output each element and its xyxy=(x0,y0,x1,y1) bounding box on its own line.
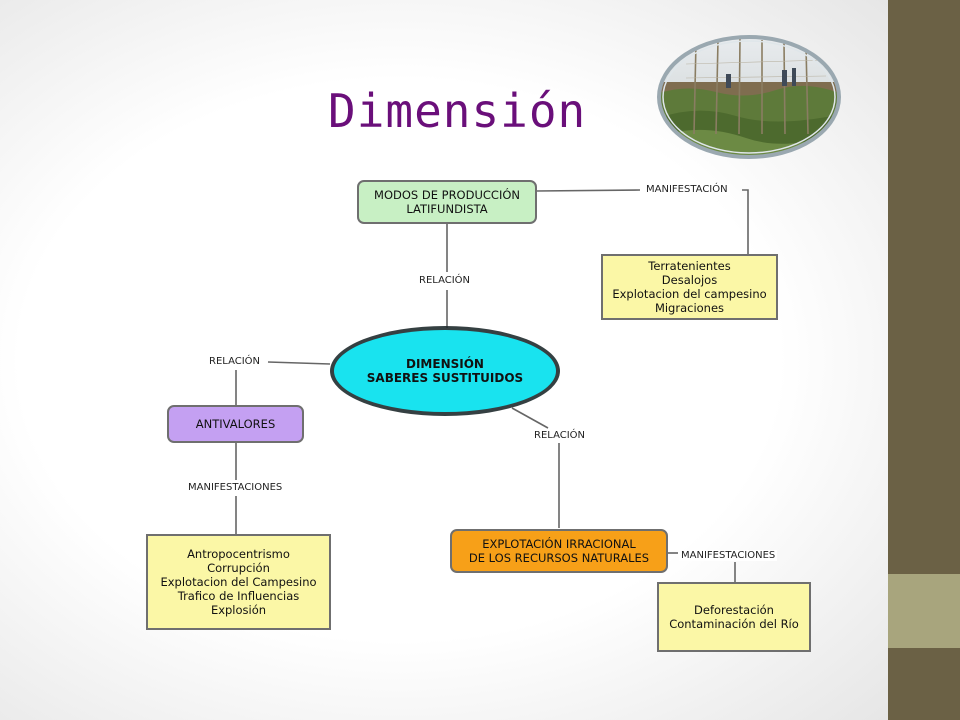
link-manifestaciones-left: MANIFESTACIONES xyxy=(186,482,285,493)
link-relacion-right: RELACIÓN xyxy=(532,430,588,441)
slide-title: Dimensión xyxy=(328,84,587,138)
crop-field-photo xyxy=(657,35,841,159)
sidebar-accent-band xyxy=(888,574,960,648)
node-antropocentrismo-label: Antropocentrismo Corrupción Explotacion … xyxy=(160,547,317,617)
slide-sidebar xyxy=(888,0,960,720)
node-antropocentrismo: Antropocentrismo Corrupción Explotacion … xyxy=(146,534,331,630)
node-antivalores: ANTIVALORES xyxy=(167,405,304,443)
center-ellipse xyxy=(334,330,556,412)
link-relacion-left: RELACIÓN xyxy=(207,356,263,367)
node-explotacion-irracional: EXPLOTACIÓN IRRACIONAL DE LOS RECURSOS N… xyxy=(450,529,668,573)
node-antivalores-label: ANTIVALORES xyxy=(195,417,276,431)
node-modos-label: MODOS DE PRODUCCIÓN LATIFUNDISTA xyxy=(374,188,520,216)
node-dimension-center: DIMENSIÓN SABERES SUSTITUIDOS xyxy=(340,336,550,406)
connector-center-relacion-left xyxy=(267,361,331,365)
link-manifestacion-top: MANIFESTACIÓN xyxy=(644,184,730,195)
connector-manifestacion-terratenientes xyxy=(742,189,749,254)
node-terratenientes-label: Terratenientes Desalojos Explotacion del… xyxy=(612,259,767,315)
node-deforestacion-label: Deforestación Contaminación del Río xyxy=(669,603,799,631)
node-modos-de-produccion: MODOS DE PRODUCCIÓN LATIFUNDISTA xyxy=(357,180,537,224)
connector-modos-manifestacion xyxy=(535,189,641,192)
diagram-connectors xyxy=(235,189,749,582)
node-terratenientes: Terratenientes Desalojos Explotacion del… xyxy=(601,254,778,320)
link-relacion-top: RELACIÓN xyxy=(417,275,473,286)
connector-center-relacion-right xyxy=(511,407,549,429)
node-center-label: DIMENSIÓN SABERES SUSTITUIDOS xyxy=(366,357,524,385)
node-deforestacion: Deforestación Contaminación del Río xyxy=(657,582,811,652)
link-manifestaciones-right: MANIFESTACIONES xyxy=(679,550,778,561)
node-explotacion-label: EXPLOTACIÓN IRRACIONAL DE LOS RECURSOS N… xyxy=(468,537,650,565)
